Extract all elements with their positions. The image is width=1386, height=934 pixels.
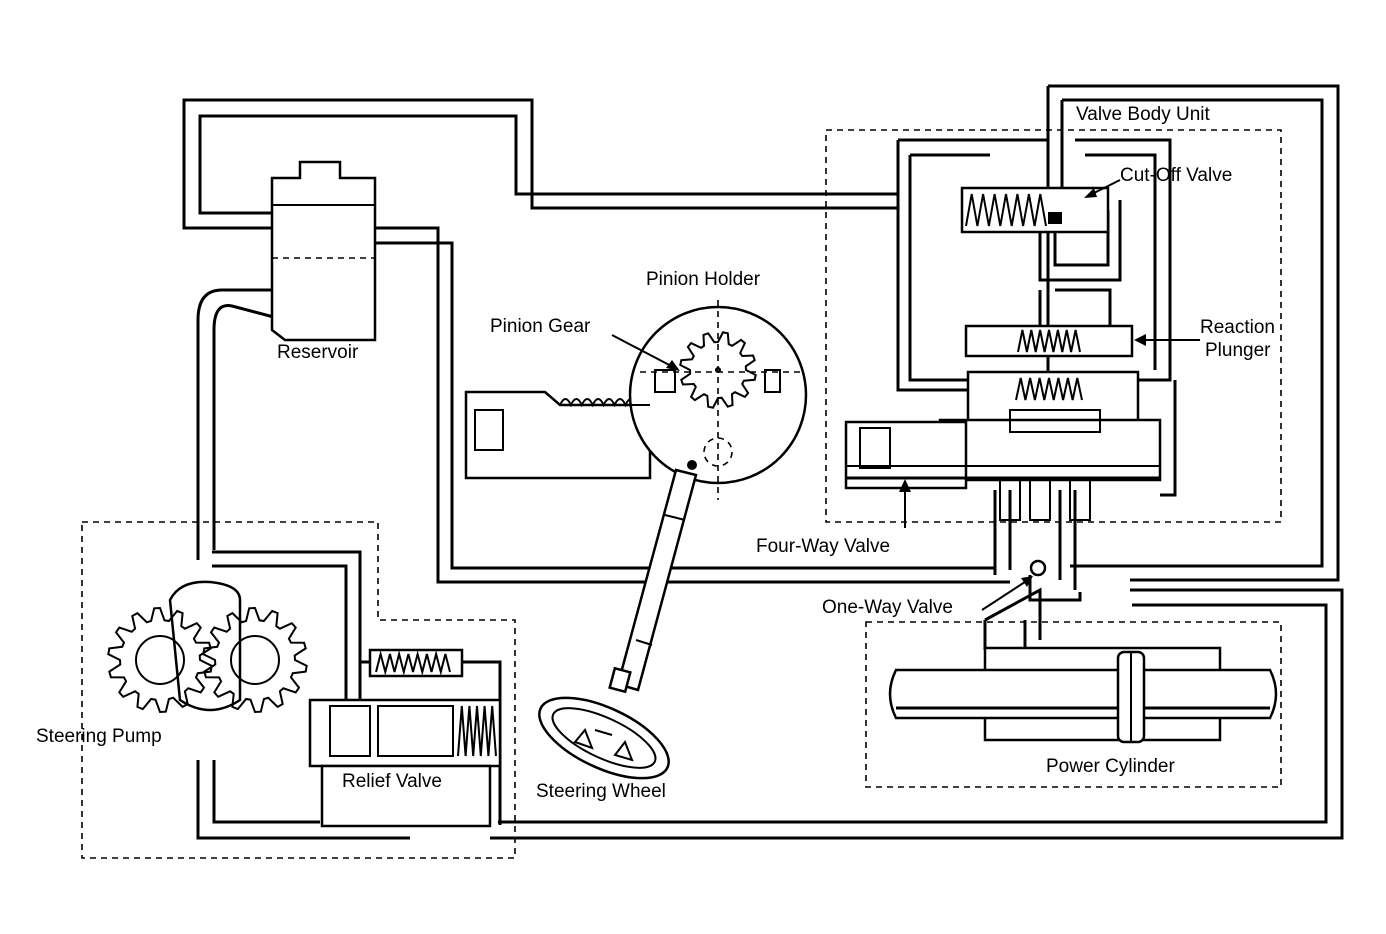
steering-wheel [538, 696, 670, 780]
steering-pump-box [81, 521, 516, 859]
label-cut-off-valve: Cut-Off Valve [1120, 165, 1232, 186]
label-pinion-holder: Pinion Holder [646, 269, 761, 290]
reaction-plunger [964, 324, 1134, 358]
label-steering-pump: Steering Pump [36, 726, 162, 747]
pointer-arrows [611, 179, 1200, 611]
steering-pump [107, 580, 308, 714]
label-reaction-plunger-2: Plunger [1205, 340, 1271, 361]
label-reaction-plunger-1: Reaction [1200, 317, 1275, 338]
label-one-way-valve: One-Way Valve [822, 597, 953, 618]
one-way-valve [1029, 559, 1047, 577]
rack-and-pinion [464, 300, 808, 500]
pump-gear-right [202, 606, 308, 714]
pinion-gear [679, 331, 757, 409]
relief-valve [308, 648, 502, 828]
valve-body-unit-box [825, 129, 1282, 523]
power-cylinder [888, 646, 1278, 744]
label-pinion-gear: Pinion Gear [490, 316, 591, 337]
steering-column [608, 460, 698, 694]
label-valve-body-unit: Valve Body Unit [1076, 104, 1210, 125]
label-relief-valve: Relief Valve [342, 771, 442, 792]
valve-body [844, 186, 1162, 577]
label-steering-wheel: Steering Wheel [536, 781, 666, 802]
hydraulic-lines [182, 84, 1344, 840]
label-four-way-valve: Four-Way Valve [756, 536, 890, 557]
pump-gear-left [107, 606, 213, 714]
reservoir [270, 160, 377, 342]
label-power-cylinder: Power Cylinder [1046, 756, 1175, 777]
label-reservoir: Reservoir [277, 342, 359, 363]
power-cylinder-box [865, 621, 1282, 788]
pinion-holder [628, 305, 808, 485]
